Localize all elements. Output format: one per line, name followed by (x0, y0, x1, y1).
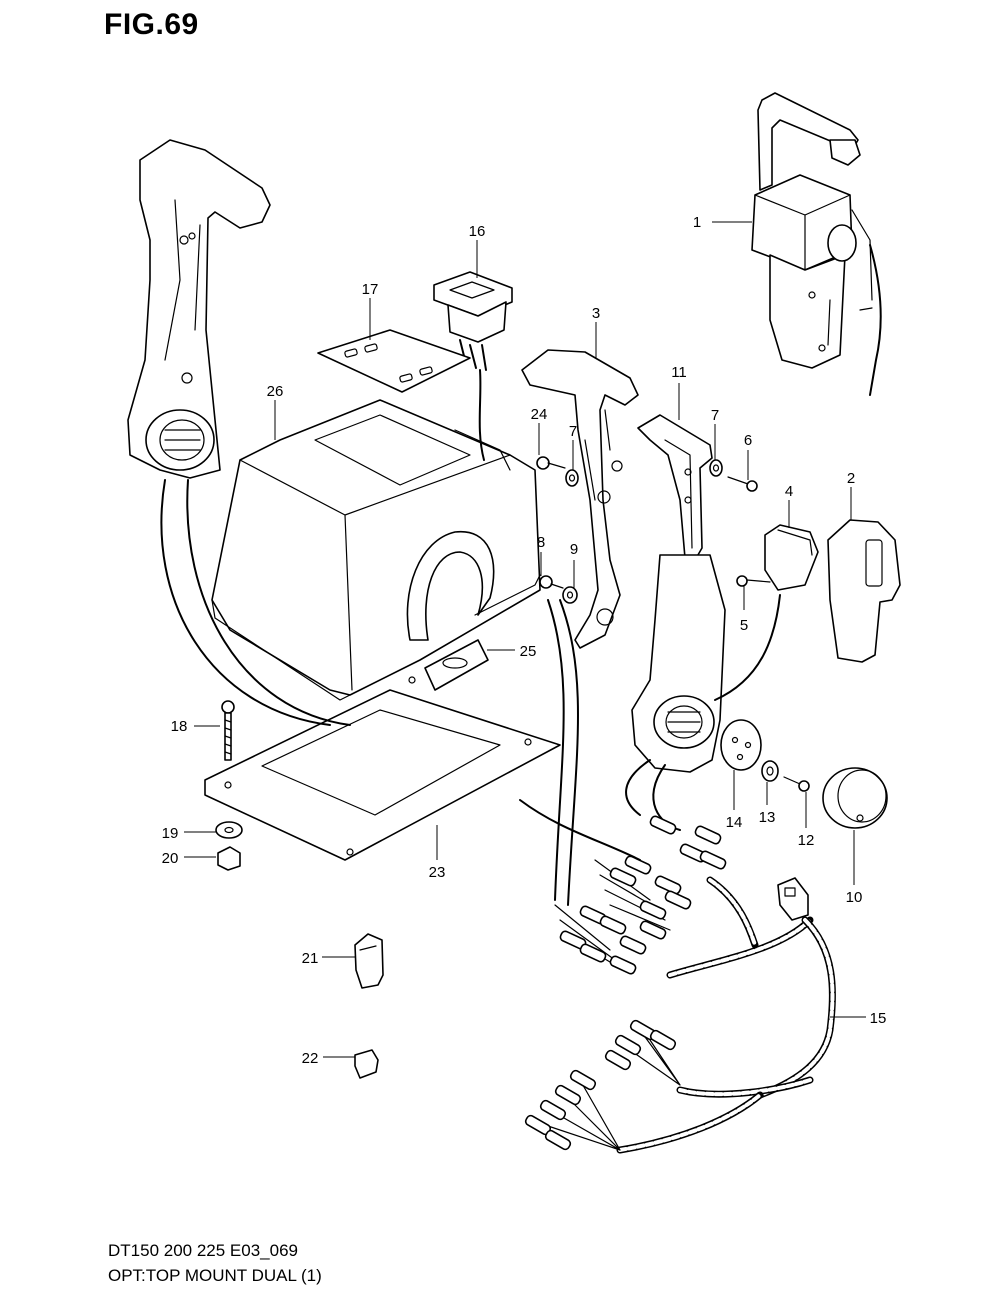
callout-3: 3 (592, 305, 600, 322)
callout-6: 6 (744, 432, 752, 449)
callout-1: 1 (693, 214, 701, 231)
small-plate-part (424, 639, 489, 691)
figure-caption: OPT:TOP MOUNT DUAL (1) (108, 1266, 322, 1285)
callout-10: 10 (846, 889, 863, 906)
callout-22: 22 (302, 1050, 319, 1067)
right-control-arm-part (631, 554, 726, 773)
control-assembly-part (751, 92, 882, 396)
model-code: DT150 200 225 E03_069 (108, 1241, 298, 1260)
callout-labels: 1 2 3 4 5 6 7 7 8 9 10 11 12 13 14 15 16… (162, 214, 887, 1067)
switch-part (433, 271, 513, 461)
callout-5: 5 (740, 617, 748, 634)
terminal-bundle-lower (524, 1019, 681, 1151)
callout-26: 26 (267, 383, 284, 400)
figure-title: FIG.69 (104, 8, 199, 41)
terminal-bundle-left (554, 904, 667, 975)
wiring-harness-part (160, 479, 836, 1154)
callout-24: 24 (531, 406, 548, 423)
callout-19: 19 (162, 825, 179, 842)
gasket-plate-part (204, 676, 561, 861)
callout-4: 4 (785, 483, 793, 500)
callout-7a: 7 (569, 423, 577, 440)
callout-9: 9 (570, 541, 578, 558)
callout-13: 13 (759, 809, 776, 826)
callout-23: 23 (429, 864, 446, 881)
callout-12: 12 (798, 832, 815, 849)
leader-lines (184, 221, 866, 1058)
left-control-arm-part (127, 139, 271, 479)
label-plate-part (317, 329, 471, 393)
callout-17: 17 (362, 281, 379, 298)
callout-18: 18 (171, 718, 188, 735)
control-box-cover-part (211, 399, 541, 701)
grip-cover-part (827, 519, 901, 663)
terminal-bundle-upper (594, 815, 727, 931)
callout-21: 21 (302, 950, 319, 967)
lever-bracket-part (637, 414, 713, 561)
callout-16: 16 (469, 223, 486, 240)
callout-15: 15 (870, 1010, 887, 1027)
control-lever-part (521, 349, 639, 649)
callout-20: 20 (162, 850, 179, 867)
callout-8: 8 (537, 534, 545, 551)
callout-25: 25 (520, 643, 537, 660)
callout-14: 14 (726, 814, 743, 831)
callout-7b: 7 (711, 407, 719, 424)
callout-2: 2 (847, 470, 855, 487)
fasteners (215, 456, 888, 1079)
callout-11: 11 (671, 364, 687, 381)
